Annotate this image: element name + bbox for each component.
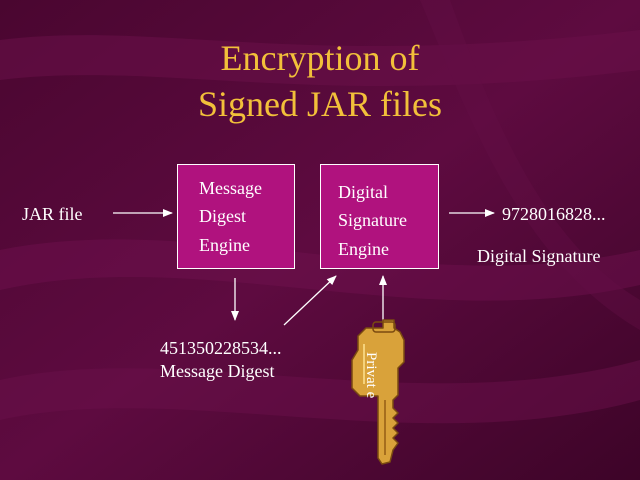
message-digest-caption: Message Digest — [160, 361, 275, 381]
digital-signature-caption: Digital Signature — [477, 246, 601, 266]
private-key-label: Privat e — [363, 352, 379, 399]
signature-value: 9728016828... — [502, 204, 606, 224]
arrow-diagonal-icon — [283, 275, 337, 326]
jar-file-label: JAR file — [22, 204, 83, 224]
signature-engine-line-2: Signature — [338, 210, 407, 230]
key-icon — [351, 319, 405, 465]
digital-signature-engine-box: Digital Signature Engine — [320, 164, 439, 269]
slide-title-line-2: Signed JAR files — [197, 84, 442, 124]
signature-engine-line-3: Engine — [338, 239, 389, 259]
digest-engine-line-3: Engine — [199, 235, 250, 255]
signature-engine-line-1: Digital — [338, 182, 388, 202]
digest-value: 451350228534... — [160, 338, 282, 358]
digest-engine-line-1: Message — [199, 178, 262, 198]
slide-title-line-1: Encryption of — [220, 38, 420, 78]
digest-engine-line-2: Digest — [199, 206, 246, 226]
message-digest-engine-box: Message Digest Engine — [177, 164, 295, 269]
